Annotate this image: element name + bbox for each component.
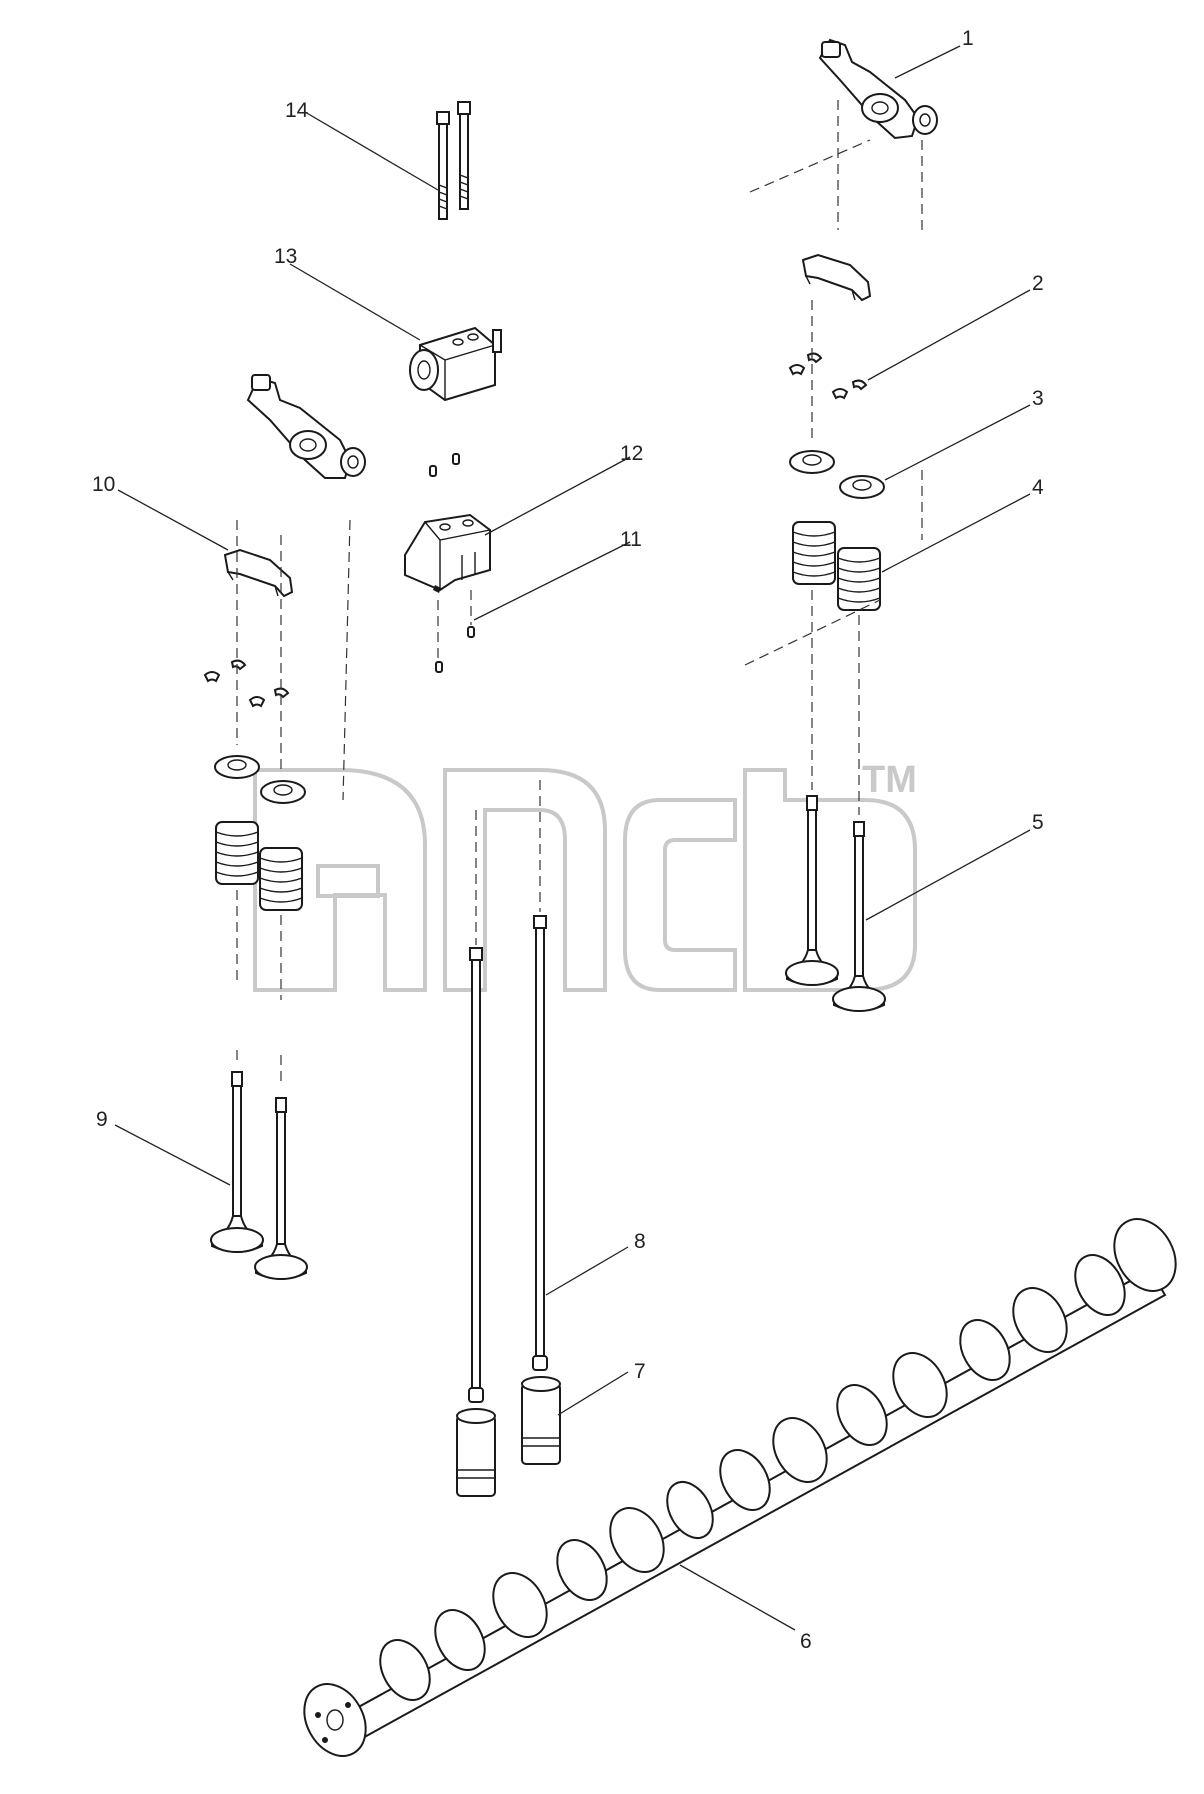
- callout-2: 2: [1032, 272, 1044, 295]
- leader-lines: [114, 45, 1031, 1631]
- bolts: [436, 101, 471, 220]
- left-valve-keepers: [203, 659, 290, 708]
- watermark-tm: TM: [862, 759, 917, 801]
- callout-13: 13: [274, 245, 297, 268]
- right-valve-bridge: [801, 253, 872, 302]
- right-valve-springs: [744, 521, 881, 666]
- callout-10: 10: [92, 473, 115, 496]
- callout-12: 12: [620, 442, 643, 465]
- rocker-bracket: [404, 513, 491, 593]
- callout-5: 5: [1032, 811, 1044, 834]
- callout-4: 4: [1032, 476, 1044, 499]
- left-spring-2: [259, 847, 303, 911]
- callout-8: 8: [634, 1230, 646, 1253]
- callout-7: 7: [634, 1360, 646, 1383]
- watermark-logo: TM: [253, 759, 917, 992]
- dowel-pins: [429, 453, 475, 673]
- pushrods: [468, 780, 548, 1403]
- right-rocker-arm: [749, 38, 938, 193]
- callout-1: 1: [962, 27, 974, 50]
- callout-9: 9: [96, 1108, 108, 1131]
- callout-11: 11: [620, 528, 642, 551]
- right-spring-1: [792, 521, 836, 585]
- callout-14: 14: [285, 99, 309, 122]
- camshaft: [303, 1218, 1177, 1757]
- left-spring-retainers: [214, 755, 306, 804]
- callout-3: 3: [1032, 387, 1044, 410]
- right-valves: [785, 795, 886, 1012]
- left-spring-1: [215, 821, 259, 885]
- left-rocker-arm: [246, 374, 366, 479]
- left-valves: [210, 1071, 308, 1280]
- tappets: [456, 1376, 561, 1497]
- right-valve-keepers: [788, 352, 868, 400]
- right-assembly-lines: [811, 100, 923, 815]
- right-spring-retainers: [789, 450, 885, 499]
- callout-labels: 1 2 3 4 5 6 7 8 9 10 11 12 13 14: [92, 27, 1044, 1653]
- camshaft-lobes: [379, 1218, 1177, 1701]
- callout-6: 6: [800, 1630, 812, 1653]
- left-assembly-lines: [236, 519, 351, 1085]
- left-valve-bridge: [223, 548, 294, 598]
- right-spring-2: [837, 547, 881, 611]
- rocker-support-block: [409, 326, 502, 402]
- left-valve-springs: [215, 821, 303, 911]
